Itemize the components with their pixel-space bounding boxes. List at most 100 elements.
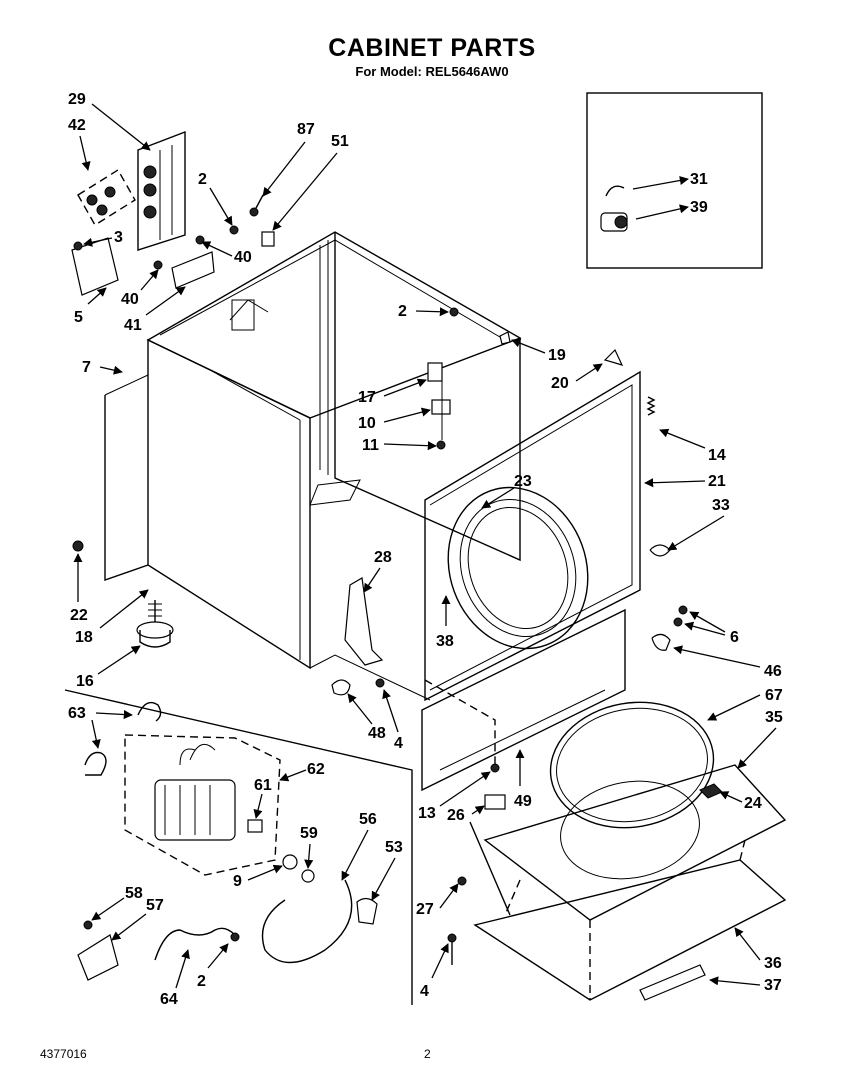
- callout-19: 19: [548, 347, 566, 364]
- callout-14: 14: [708, 447, 726, 464]
- callout-58: 58: [125, 885, 143, 902]
- part-19-clip: [499, 331, 511, 345]
- section-divider: [64, 689, 413, 1005]
- part-10-strike: [431, 399, 451, 415]
- callout-53: 53: [385, 839, 403, 856]
- callout-59: 59: [300, 825, 318, 842]
- callout-64: 64: [160, 991, 178, 1008]
- callout-2a: 2: [198, 171, 207, 188]
- part-48-clip: [331, 679, 351, 696]
- callout-38: 38: [436, 633, 454, 650]
- part-35-base: [483, 764, 787, 921]
- callout-39: 39: [690, 199, 708, 216]
- inset-frame: [586, 92, 763, 269]
- callout-labels: 29 42 87 51 2 3 40 40 5 41 31 39 2 19 7 …: [68, 91, 783, 1008]
- part-33-clip: [649, 544, 671, 557]
- part-36-lower-base: [473, 859, 787, 1001]
- callout-67: 67: [765, 687, 783, 704]
- front-panel: [424, 348, 688, 702]
- callout-4a: 4: [394, 735, 403, 752]
- base-assembly: [421, 608, 787, 1001]
- callout-57: 57: [146, 897, 164, 914]
- callout-16: 16: [76, 673, 94, 690]
- callout-87: 87: [297, 121, 315, 138]
- door-opening: [447, 486, 589, 650]
- callout-36: 36: [764, 955, 782, 972]
- part-26-bracket: [484, 794, 506, 810]
- callout-11: 11: [362, 437, 379, 454]
- part-28-bracket: [344, 577, 384, 666]
- callout-22: 22: [70, 607, 88, 624]
- part-31-wire: [605, 185, 625, 197]
- callout-40b: 40: [121, 291, 139, 308]
- top-bracket: [231, 299, 255, 331]
- callout-5: 5: [74, 309, 83, 326]
- callout-29: 29: [68, 91, 86, 108]
- callout-63: 63: [68, 705, 86, 722]
- callout-37: 37: [764, 977, 782, 994]
- callout-62: 62: [307, 761, 325, 778]
- callout-40a: 40: [234, 249, 252, 266]
- callout-56: 56: [359, 811, 377, 828]
- page-title: CABINET PARTS: [328, 34, 536, 62]
- callout-3: 3: [114, 229, 123, 246]
- part-42-screws: [77, 169, 136, 226]
- part-17-switch: [427, 362, 443, 382]
- part-62-harness-box: [124, 734, 281, 876]
- callout-2c: 2: [197, 973, 206, 990]
- part-14-spring: [646, 396, 656, 416]
- callout-35: 35: [765, 709, 783, 726]
- part-49-toe-panel: [421, 608, 626, 792]
- callout-18: 18: [75, 629, 93, 646]
- cabinet-left-side: [147, 338, 311, 670]
- part-21-front: [424, 370, 641, 702]
- callout-31: 31: [690, 171, 708, 188]
- part-29-terminal-block: [137, 130, 186, 251]
- part-61-connector: [247, 819, 263, 833]
- callout-23: 23: [514, 473, 532, 490]
- part-20-latch: [603, 348, 624, 366]
- callout-20: 20: [551, 375, 569, 392]
- part-24-pad: [699, 783, 723, 799]
- callout-42: 42: [68, 117, 86, 134]
- callout-49: 49: [514, 793, 532, 810]
- part-57-bracket: [77, 934, 119, 981]
- callout-48: 48: [368, 725, 386, 742]
- cabinet-shell: [104, 231, 522, 701]
- document-number: 4377016: [40, 1047, 87, 1061]
- callout-21: 21: [708, 473, 726, 490]
- callout-28: 28: [374, 549, 392, 566]
- part-53-idler: [356, 897, 378, 925]
- callout-4b: 4: [420, 983, 429, 1000]
- callout-2b: 2: [398, 303, 407, 320]
- callout-24: 24: [744, 795, 762, 812]
- part-63-clip-a: [137, 701, 162, 722]
- callout-27: 27: [416, 901, 434, 918]
- part-7-panel: [104, 395, 149, 581]
- callout-61: 61: [254, 777, 272, 794]
- cabinet-back: [334, 232, 521, 562]
- part-37-strip: [639, 964, 706, 1001]
- page-number: 2: [424, 1047, 431, 1061]
- model-subtitle: For Model: REL5646AW0: [355, 64, 509, 79]
- part-67-seal: [549, 701, 715, 829]
- part-41-bracket: [171, 251, 215, 289]
- part-16-leg: [136, 621, 174, 639]
- callout-10: 10: [358, 415, 376, 432]
- callout-51: 51: [331, 133, 349, 150]
- callout-46: 46: [764, 663, 782, 680]
- part-11-screw: [436, 440, 446, 450]
- callout-13: 13: [418, 805, 436, 822]
- inset-box: [586, 92, 763, 269]
- part-64-harness: [154, 927, 236, 961]
- terminal-block-assembly: [71, 130, 511, 696]
- callout-33: 33: [712, 497, 730, 514]
- part-46-bracket: [651, 633, 671, 651]
- part-56-belt: [261, 879, 353, 964]
- part-51-clip: [261, 231, 275, 247]
- callout-9: 9: [233, 873, 242, 890]
- callout-17: 17: [358, 389, 376, 406]
- callout-26: 26: [447, 807, 465, 824]
- callout-6: 6: [730, 629, 739, 646]
